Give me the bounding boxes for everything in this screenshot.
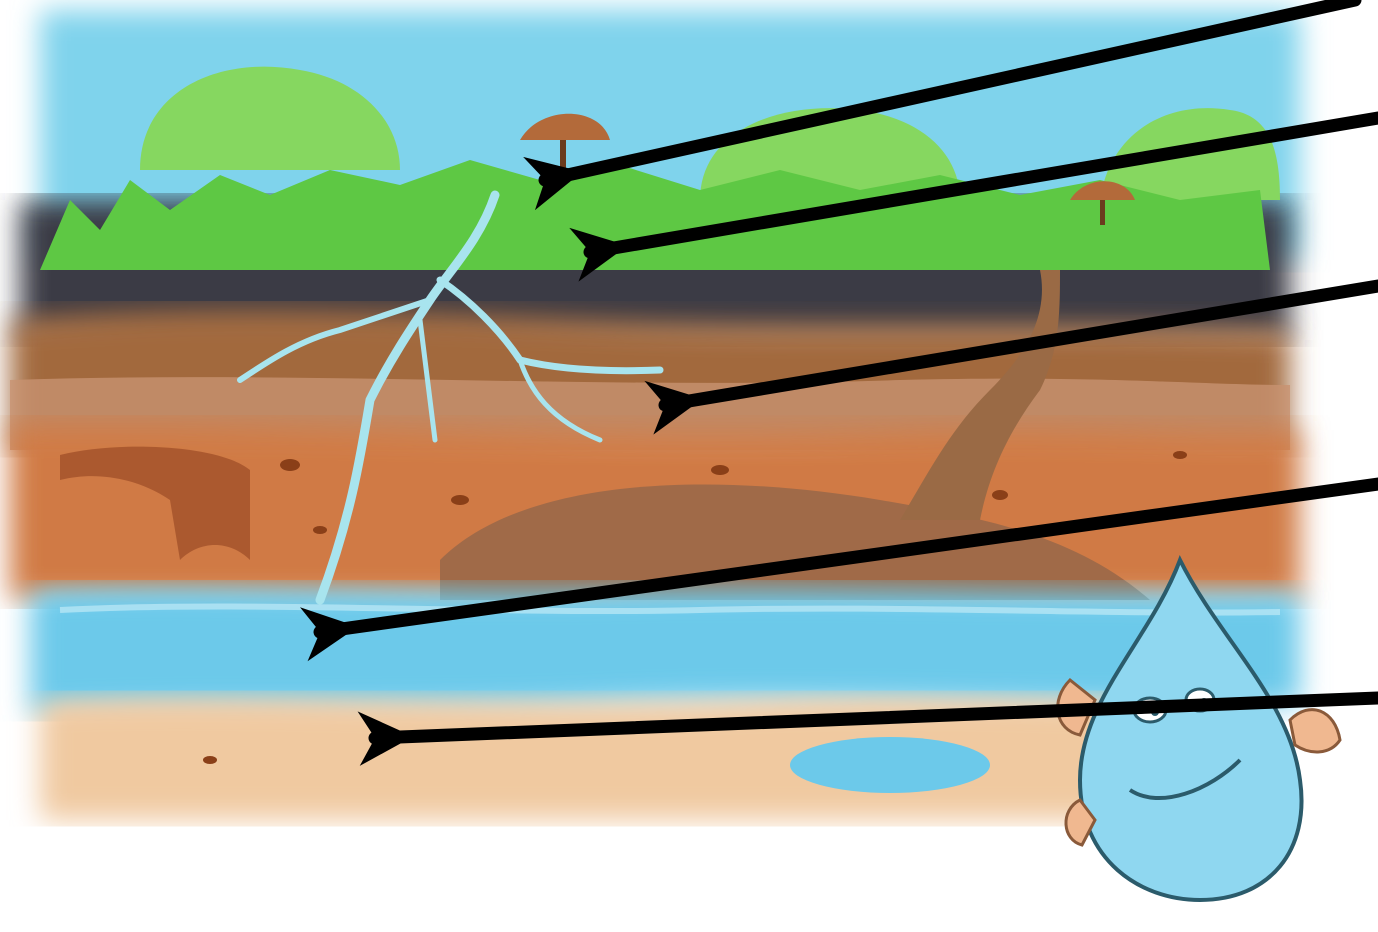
- scene: [10, 10, 1340, 900]
- puddle: [790, 737, 990, 793]
- water-drop-hand-right: [1290, 710, 1340, 752]
